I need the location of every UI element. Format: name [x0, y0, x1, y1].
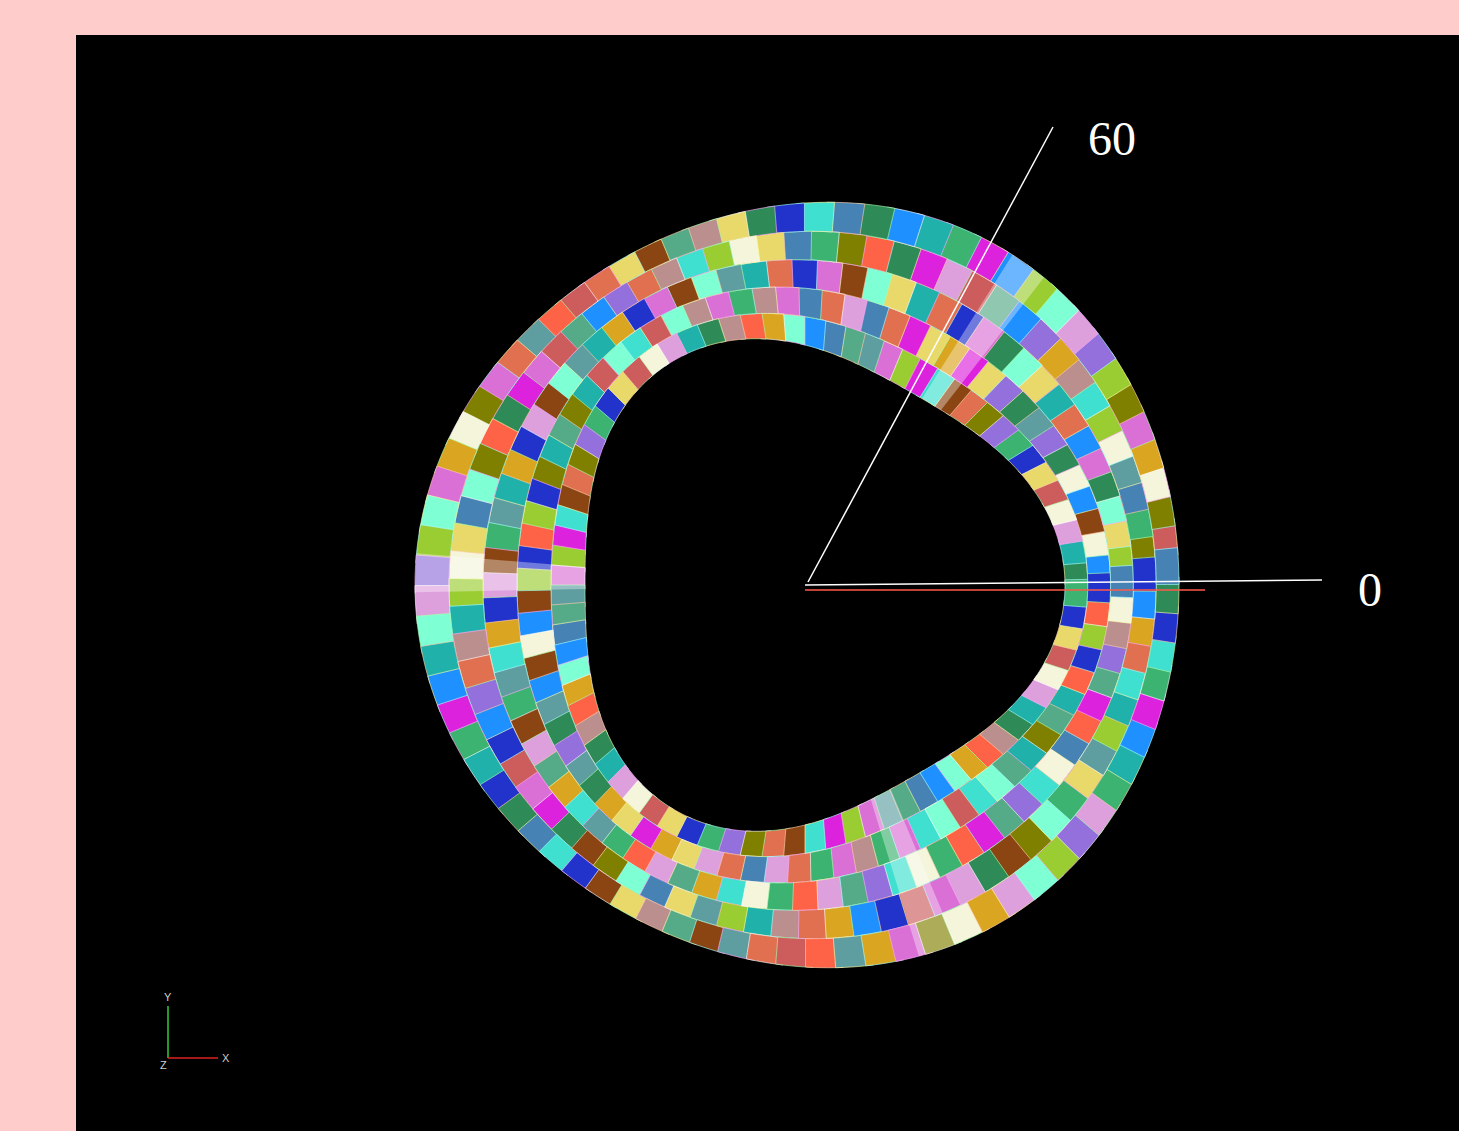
highlight [922, 255, 1044, 410]
angle-label: 0 [1358, 566, 1382, 614]
surface-patch [1064, 579, 1088, 607]
angle-line [808, 127, 1053, 582]
angle-label: 60 [1088, 115, 1136, 163]
axis-label: X [222, 1053, 229, 1064]
highlight [415, 553, 585, 592]
viewport-panel [76, 35, 1459, 1131]
angle-line [805, 580, 1322, 585]
axis-label: Y [164, 992, 171, 1003]
axis-line [167, 1006, 169, 1058]
surface-patch [1087, 573, 1111, 603]
surface-patch [1155, 548, 1179, 585]
angle-line [805, 589, 1205, 591]
flux-surface [415, 202, 1179, 967]
axis-label: Z [160, 1060, 167, 1071]
surface-patch [1132, 557, 1156, 592]
highlight [871, 789, 956, 956]
axis-line [168, 1057, 218, 1059]
